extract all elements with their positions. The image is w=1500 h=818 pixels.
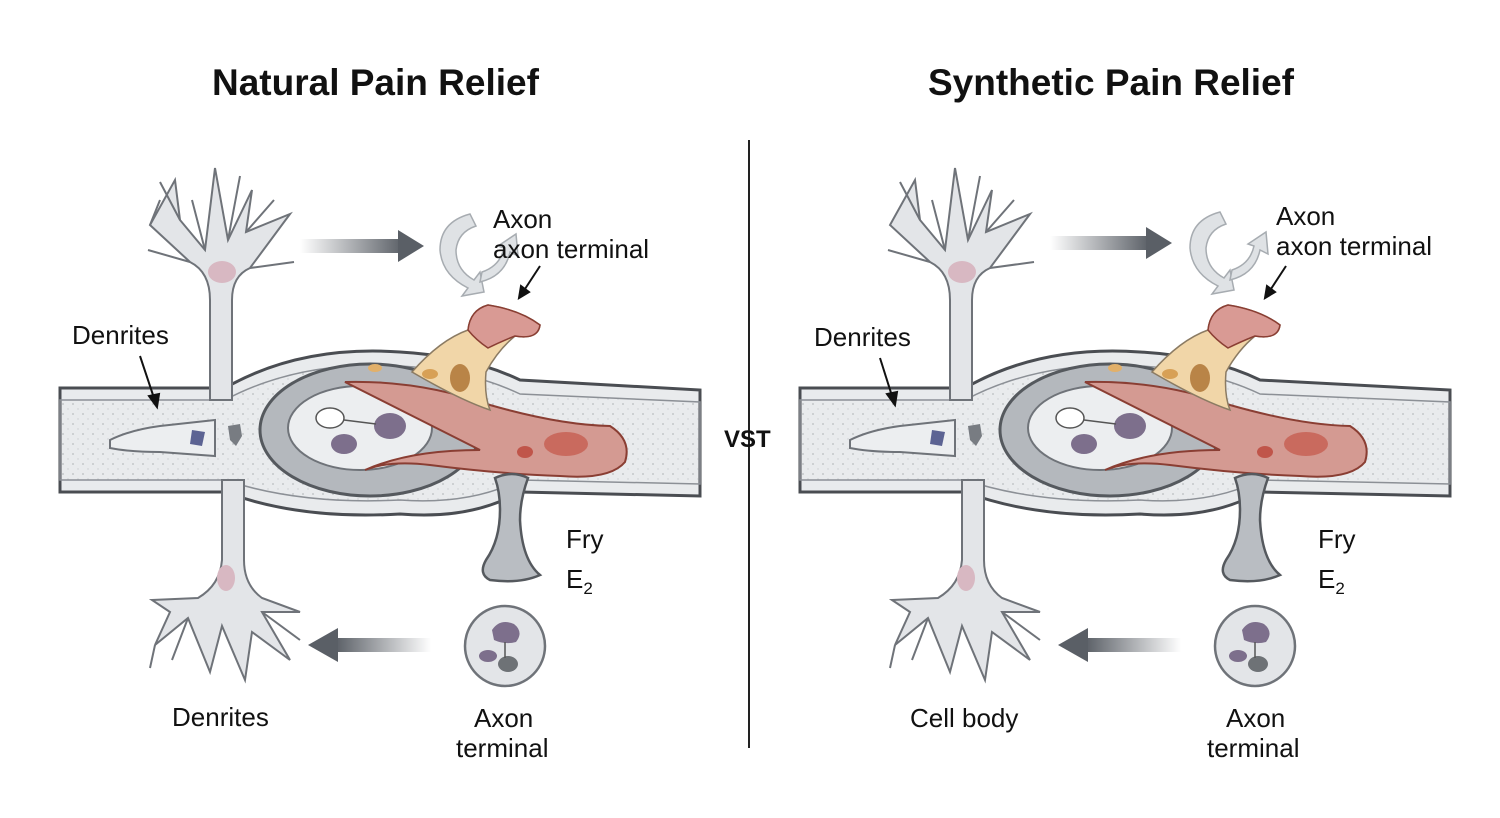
cycle-arrow-icon — [1189, 211, 1269, 296]
label-e2-main: E — [1318, 564, 1336, 594]
label-e2: E2 — [566, 564, 593, 604]
label-axon-bottom: Axon — [1226, 703, 1286, 733]
left-dendrite — [109, 418, 242, 458]
axon-terminal-top — [368, 304, 541, 412]
top-neuron — [887, 167, 1035, 401]
label-e2: E2 — [1318, 564, 1345, 604]
panel-divider — [748, 140, 750, 748]
bottom-cell — [1213, 604, 1297, 688]
bottom-neuron — [148, 479, 301, 684]
bottom-cell — [463, 604, 547, 688]
left-dendrite — [849, 418, 982, 458]
panel-title: Synthetic Pain Relief — [928, 62, 1294, 103]
bottom-neuron — [888, 479, 1041, 684]
arrow-left — [1058, 628, 1181, 662]
axon-terminal-top — [1108, 304, 1281, 412]
label-axon-bottom: Axon — [474, 703, 534, 733]
top-neuron — [147, 167, 295, 401]
neuron-diagram — [798, 167, 1452, 688]
axon-red — [1084, 380, 1368, 478]
receptor-stalk — [1221, 472, 1283, 583]
label-e2-sub: 2 — [1335, 579, 1345, 599]
label-axon-terminal-top: axon terminal — [493, 234, 650, 264]
separator-label: VST — [724, 426, 771, 453]
label-terminal-bottom: terminal — [1207, 733, 1300, 763]
label-fry: Fry — [1318, 524, 1356, 554]
arrow-left — [308, 628, 431, 662]
axon-red — [344, 380, 628, 478]
receptor-stalk — [481, 472, 543, 583]
label-bottom-left: Cell body — [910, 703, 1019, 733]
pointer-arrow-axon — [1263, 265, 1287, 300]
label-axon-top: Axon — [1276, 201, 1336, 231]
label-denrites: Denrites — [72, 320, 169, 350]
label-denrites: Denrites — [814, 322, 911, 352]
cycle-arrow-icon — [439, 213, 519, 298]
label-axon-top: Axon — [493, 204, 553, 234]
panel-title: Natural Pain Relief — [212, 62, 539, 103]
label-axon-terminal-top: axon terminal — [1276, 231, 1433, 261]
pointer-arrow-denrites — [139, 355, 161, 410]
label-terminal-bottom: terminal — [456, 733, 549, 763]
label-e2-main: E — [566, 564, 584, 594]
label-fry: Fry — [566, 524, 604, 554]
pointer-arrow-denrites — [879, 357, 899, 408]
arrow-right — [300, 230, 424, 262]
label-bottom-left: Denrites — [172, 702, 269, 732]
neuron-diagram — [58, 167, 702, 688]
arrow-right — [1050, 227, 1172, 259]
label-e2-sub: 2 — [583, 579, 593, 599]
pointer-arrow-axon — [517, 265, 541, 300]
